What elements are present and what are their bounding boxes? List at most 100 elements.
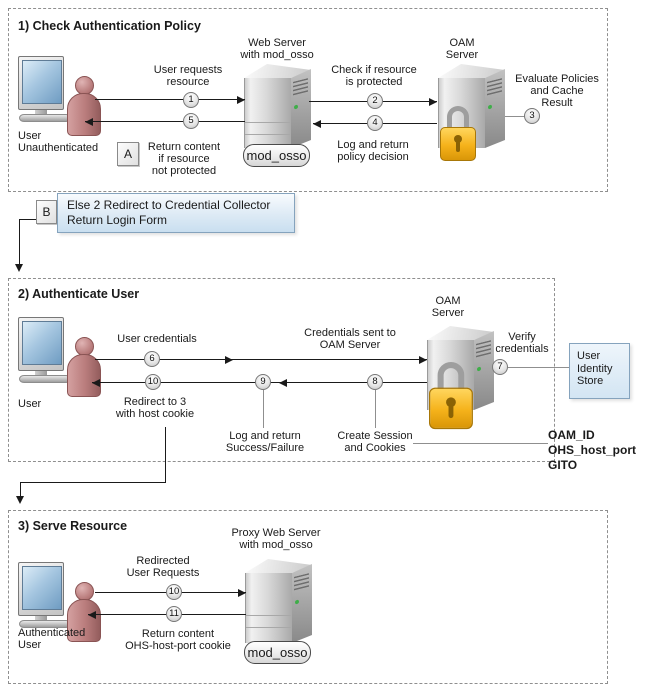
arrow-line-step5 [85, 121, 245, 122]
mod-osso-badge: mod_osso [244, 641, 311, 664]
return-content-cookie-label: Return content OHS-host-port cookie [125, 628, 231, 652]
monitor-stand [35, 371, 47, 376]
oam-server-label: OAM Server [445, 37, 479, 61]
person-body-icon [67, 93, 101, 136]
server-panel-line [246, 615, 291, 616]
step-circle-10: 10 [166, 584, 182, 600]
step-circle-8: 8 [367, 374, 383, 390]
cookies-list: OAM_ID OHS_host_port GITO [548, 428, 637, 472]
arrowhead-left [85, 118, 93, 126]
arrowhead-left [92, 379, 100, 387]
step-circle-11: 11 [166, 606, 182, 622]
log-policy-label: Log and return policy decision [337, 139, 409, 163]
step-circle-1: 1 [183, 92, 199, 108]
section-1-title: 1) Check Authentication Policy [18, 19, 201, 33]
monitor-stand [35, 616, 47, 621]
server-front-face [245, 573, 292, 643]
section-2-title: 2) Authenticate User [18, 287, 140, 301]
oam-server-label: OAM Server [431, 295, 465, 319]
server-panel-line [246, 627, 291, 628]
person-body-icon [67, 599, 101, 642]
monitor-icon [18, 562, 64, 616]
padlock-keyhole-stem [448, 404, 454, 419]
monitor-base [19, 375, 71, 383]
monitor-base [19, 114, 71, 122]
user-identity-store-box: User Identity Store [569, 343, 630, 399]
server-panel-line [245, 134, 290, 135]
arrowhead-right [419, 356, 427, 364]
section-3-box [8, 510, 608, 684]
arrowhead-down [16, 496, 24, 504]
step-circle-9: 9 [255, 374, 271, 390]
step-circle-5: 5 [183, 113, 199, 129]
arrowhead-right [237, 96, 245, 104]
arrow-line-step6 [95, 359, 427, 360]
drop-line-step9 [263, 390, 264, 428]
proxy-web-server-label: Proxy Web Server with mod_osso [231, 527, 321, 551]
user-workstation-icon [18, 317, 102, 397]
step-circle-3: 3 [524, 108, 540, 124]
monitor-stand [35, 110, 47, 115]
marker-a-box: A [117, 142, 139, 166]
user-unauthenticated-label: User Unauthenticated [18, 130, 99, 154]
user-label: User [18, 398, 42, 410]
create-session-label: Create Session and Cookies [337, 430, 413, 454]
padlock-icon [429, 362, 473, 430]
connector-line-step3 [505, 116, 525, 117]
proxy-web-server-icon [245, 559, 313, 643]
authenticated-user-label: Authenticated User [18, 627, 86, 651]
section-3-title: 3) Serve Resource [18, 519, 128, 533]
monitor-icon [18, 317, 64, 371]
redirected-requests-label: Redirected User Requests [126, 555, 200, 579]
redirect-connector-h [20, 482, 166, 483]
user-requests-label: User requests resource [153, 64, 223, 88]
check-resource-label: Check if resource is protected [331, 64, 417, 88]
return-content-label: Return content if resource not protected [147, 141, 221, 177]
evaluate-policies-label: Evaluate Policies and Cache Result [515, 73, 599, 109]
section-2-box [8, 278, 555, 462]
step-circle-10: 10 [145, 374, 161, 390]
arrowhead-left [279, 379, 287, 387]
log-result-label: Log and return Success/Failure [225, 430, 305, 454]
step-circle-7: 7 [492, 359, 508, 375]
monitor-screen [22, 60, 62, 104]
arrowhead-left [313, 120, 321, 128]
web-server-icon [244, 64, 312, 148]
person-body-icon [67, 354, 101, 397]
arrowhead-left [88, 611, 96, 619]
marker-b-box: B [36, 200, 57, 224]
redirect-label: Redirect to 3 with host cookie [115, 396, 195, 420]
verify-credentials-label: Verify credentials [495, 331, 549, 355]
callout-b-connector-h [19, 219, 36, 220]
arrowhead-right [429, 98, 437, 106]
callout-b-text: Else 2 Redirect to Credential Collector … [57, 193, 295, 233]
padlock-keyhole [446, 397, 456, 408]
user-workstation-icon [18, 56, 102, 136]
user-credentials-label: User credentials [117, 333, 197, 345]
web-server-label: Web Server with mod_osso [240, 37, 314, 61]
monitor-screen [22, 321, 62, 365]
redirect-connector-v2 [20, 482, 21, 498]
arrowhead-down [15, 264, 23, 272]
arrowhead-right [225, 356, 233, 364]
mod-osso-badge: mod_osso [243, 144, 310, 167]
step-circle-2: 2 [367, 93, 383, 109]
padlock-body [440, 127, 476, 161]
server-front-face [244, 78, 291, 148]
padlock-keyhole [454, 135, 462, 143]
user-workstation-icon [18, 562, 102, 642]
section-1-box [8, 8, 608, 192]
padlock-shackle [447, 106, 469, 132]
monitor-screen [22, 566, 62, 610]
padlock-keyhole-stem [456, 141, 460, 152]
arrow-line-step1 [95, 99, 245, 100]
server-panel-line [245, 122, 290, 123]
step-circle-6: 6 [144, 351, 160, 367]
padlock-shackle [437, 362, 465, 394]
step-circle-4: 4 [367, 115, 383, 131]
padlock-body [429, 387, 473, 430]
callout-b-connector-v [19, 219, 20, 265]
monitor-icon [18, 56, 64, 110]
arrowhead-right [238, 589, 246, 597]
